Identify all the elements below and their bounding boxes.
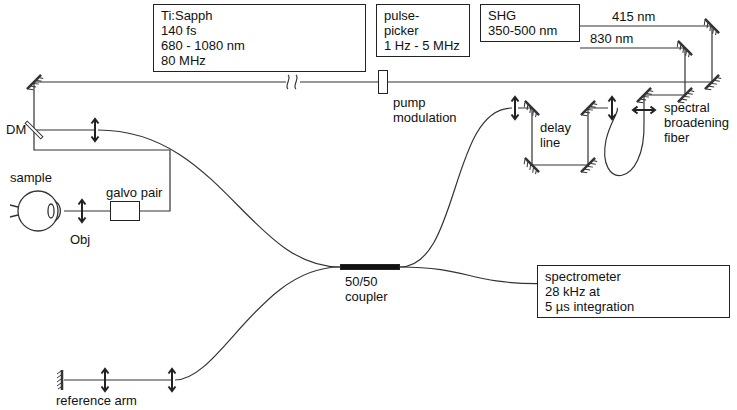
mirror <box>674 41 692 59</box>
node-title: 50/50 coupler <box>345 274 395 304</box>
part-label: DM <box>6 122 26 137</box>
node-detail: 680 - 1080 nm <box>161 38 245 53</box>
lens <box>633 107 655 114</box>
mirror <box>637 88 655 106</box>
fiber-reference <box>175 267 340 380</box>
node-title: spectrometer <box>545 269 621 284</box>
node-detail: 5 µs integration <box>545 299 634 314</box>
objective-lens <box>79 200 86 222</box>
beam-to-sample <box>64 210 110 211</box>
delay-beam <box>518 108 608 165</box>
reference-beam <box>64 379 172 380</box>
wavelength-label: 830 nm <box>590 31 633 46</box>
node-detail: 350-500 nm <box>488 23 557 38</box>
node-title: Ti:Sapph <box>161 8 213 23</box>
part-label: delay line <box>540 120 586 150</box>
lens <box>609 97 616 119</box>
laser-box: Ti:Sapph140 fs680 - 1080 nm80 MHz <box>153 4 366 72</box>
spectrometer-box: spectrometer28 kHz at5 µs integration <box>537 265 730 318</box>
pulse-picker-box: pulse-picker1 Hz - 5 MHz <box>376 4 470 57</box>
fiber-sample <box>98 130 340 267</box>
part-label: Obj <box>70 232 90 247</box>
beam-dm-fiber <box>34 129 95 130</box>
node-detail: 80 MHz <box>161 53 206 68</box>
node-title: galvo pair <box>106 185 162 200</box>
node-title: pump modulation <box>393 95 465 125</box>
node-detail: 28 kHz at <box>545 284 600 299</box>
lens <box>169 369 176 391</box>
lens <box>512 97 519 119</box>
lens <box>102 369 109 391</box>
mirror <box>521 101 539 119</box>
node-detail: 140 fs <box>161 23 196 38</box>
mirror <box>705 75 723 93</box>
fiber-delay <box>400 108 512 267</box>
part-label: sample <box>10 170 52 185</box>
beam-break-mark <box>287 75 297 89</box>
mirror <box>581 158 599 176</box>
beam-415 <box>34 26 712 130</box>
wavelength-label: 415 nm <box>612 9 655 24</box>
beam-break <box>286 74 300 90</box>
modulator-box: pump modulation <box>378 70 388 94</box>
fiber-coupler: 50/50 coupler <box>340 264 400 270</box>
fiber-connector <box>400 267 537 284</box>
mirror <box>701 19 719 37</box>
node-detail: 1 Hz - 5 MHz <box>384 38 460 53</box>
part-label: reference arm <box>56 393 137 408</box>
mirror <box>521 158 539 176</box>
galvo-box: galvo pair <box>110 201 140 221</box>
eye-sample <box>10 191 60 231</box>
reference-mirror <box>57 370 62 390</box>
node-title: pulse-picker <box>384 8 434 38</box>
lens <box>92 119 99 141</box>
node-title: SHG <box>488 8 516 23</box>
mirror <box>27 75 45 93</box>
shg-box: SHG350-500 nm <box>480 4 580 42</box>
dichroic-mirror <box>25 121 43 139</box>
mirror <box>581 101 599 119</box>
part-label: spectral broadening fiber <box>664 100 736 145</box>
